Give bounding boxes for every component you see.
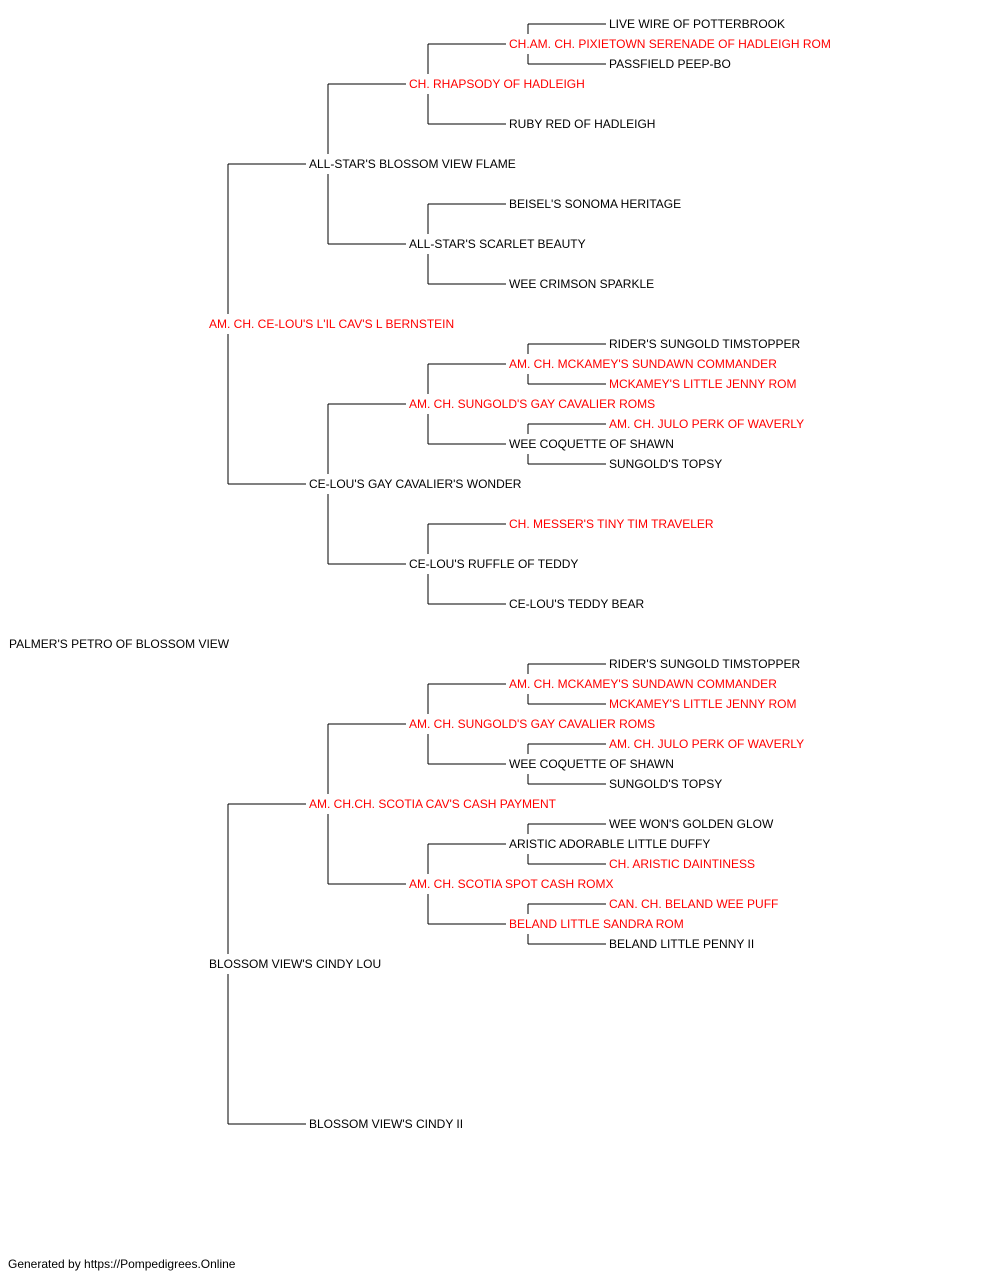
ancestor-dam-sire-sire-dam: WEE COQUETTE OF SHAWN: [508, 757, 675, 771]
ancestor-sire-dam-dam-sire: CH. MESSER'S TINY TIM TRAVELER: [508, 517, 715, 531]
ancestor-dam-sire-dam-dam: BELAND LITTLE SANDRA ROM: [508, 917, 685, 931]
ancestor-dam-sire-sire: AM. CH. SUNGOLD'S GAY CAVALIER ROMS: [408, 717, 657, 731]
subject-name: PALMER'S PETRO OF BLOSSOM VIEW: [8, 637, 231, 651]
ancestor-dam-sire-sire-dam-sire: AM. CH. JULO PERK OF WAVERLY: [608, 737, 806, 751]
ancestor-dam: BLOSSOM VIEW'S CINDY LOU: [208, 957, 383, 971]
ancestor-dam-sire-sire-dam-dam: SUNGOLD'S TOPSY: [608, 777, 724, 791]
ancestor-sire-dam-sire-sire-dam: MCKAMEY'S LITTLE JENNY ROM: [608, 377, 798, 391]
ancestor-dam-sire-dam-sire-dam: CH. ARISTIC DAINTINESS: [608, 857, 757, 871]
ancestor-sire-dam-sire-dam-dam: SUNGOLD'S TOPSY: [608, 457, 724, 471]
ancestor-sire-sire-sire-sire-sire: LIVE WIRE OF POTTERBROOK: [608, 17, 787, 31]
ancestor-dam-sire-dam-dam-dam: BELAND LITTLE PENNY II: [608, 937, 756, 951]
ancestor-sire-sire-dam-dam: WEE CRIMSON SPARKLE: [508, 277, 656, 291]
ancestor-dam-dam: BLOSSOM VIEW'S CINDY II: [308, 1117, 465, 1131]
ancestor-sire-sire-sire: CH. RHAPSODY OF HADLEIGH: [408, 77, 586, 91]
ancestor-sire-dam-dam-dam: CE-LOU'S TEDDY BEAR: [508, 597, 646, 611]
ancestor-sire-dam-dam: CE-LOU'S RUFFLE OF TEDDY: [408, 557, 580, 571]
ancestor-dam-sire: AM. CH.CH. SCOTIA CAV'S CASH PAYMENT: [308, 797, 557, 811]
ancestor-dam-sire-sire-sire: AM. CH. MCKAMEY'S SUNDAWN COMMANDER: [508, 677, 778, 691]
ancestor-sire-sire-sire-dam: RUBY RED OF HADLEIGH: [508, 117, 657, 131]
ancestor-sire-dam-sire-sire: AM. CH. MCKAMEY'S SUNDAWN COMMANDER: [508, 357, 778, 371]
ancestor-sire-dam-sire-dam: WEE COQUETTE OF SHAWN: [508, 437, 675, 451]
ancestor-dam-sire-dam-dam-sire: CAN. CH. BELAND WEE PUFF: [608, 897, 780, 911]
ancestor-dam-sire-sire-sire-dam: MCKAMEY'S LITTLE JENNY ROM: [608, 697, 798, 711]
footer-credit: Generated by https://Pompedigrees.Online: [8, 1257, 236, 1271]
ancestor-dam-sire-dam: AM. CH. SCOTIA SPOT CASH ROMX: [408, 877, 615, 891]
ancestor-sire-sire: ALL-STAR'S BLOSSOM VIEW FLAME: [308, 157, 517, 171]
ancestor-dam-sire-dam-sire-sire: WEE WON'S GOLDEN GLOW: [608, 817, 775, 831]
ancestor-sire: AM. CH. CE-LOU'S L'IL CAV'S L BERNSTEIN: [208, 317, 456, 331]
ancestor-sire-dam: CE-LOU'S GAY CAVALIER'S WONDER: [308, 477, 523, 491]
ancestor-sire-sire-dam: ALL-STAR'S SCARLET BEAUTY: [408, 237, 587, 251]
ancestor-sire-sire-sire-sire: CH.AM. CH. PIXIETOWN SERENADE OF HADLEIG…: [508, 37, 832, 51]
ancestor-sire-dam-sire-dam-sire: AM. CH. JULO PERK OF WAVERLY: [608, 417, 806, 431]
ancestor-dam-sire-dam-sire: ARISTIC ADORABLE LITTLE DUFFY: [508, 837, 712, 851]
ancestor-dam-sire-sire-sire-sire: RIDER'S SUNGOLD TIMSTOPPER: [608, 657, 802, 671]
ancestor-sire-sire-sire-sire-dam: PASSFIELD PEEP-BO: [608, 57, 732, 71]
ancestor-sire-dam-sire-sire-sire: RIDER'S SUNGOLD TIMSTOPPER: [608, 337, 802, 351]
ancestor-sire-sire-dam-sire: BEISEL'S SONOMA HERITAGE: [508, 197, 683, 211]
ancestor-sire-dam-sire: AM. CH. SUNGOLD'S GAY CAVALIER ROMS: [408, 397, 657, 411]
